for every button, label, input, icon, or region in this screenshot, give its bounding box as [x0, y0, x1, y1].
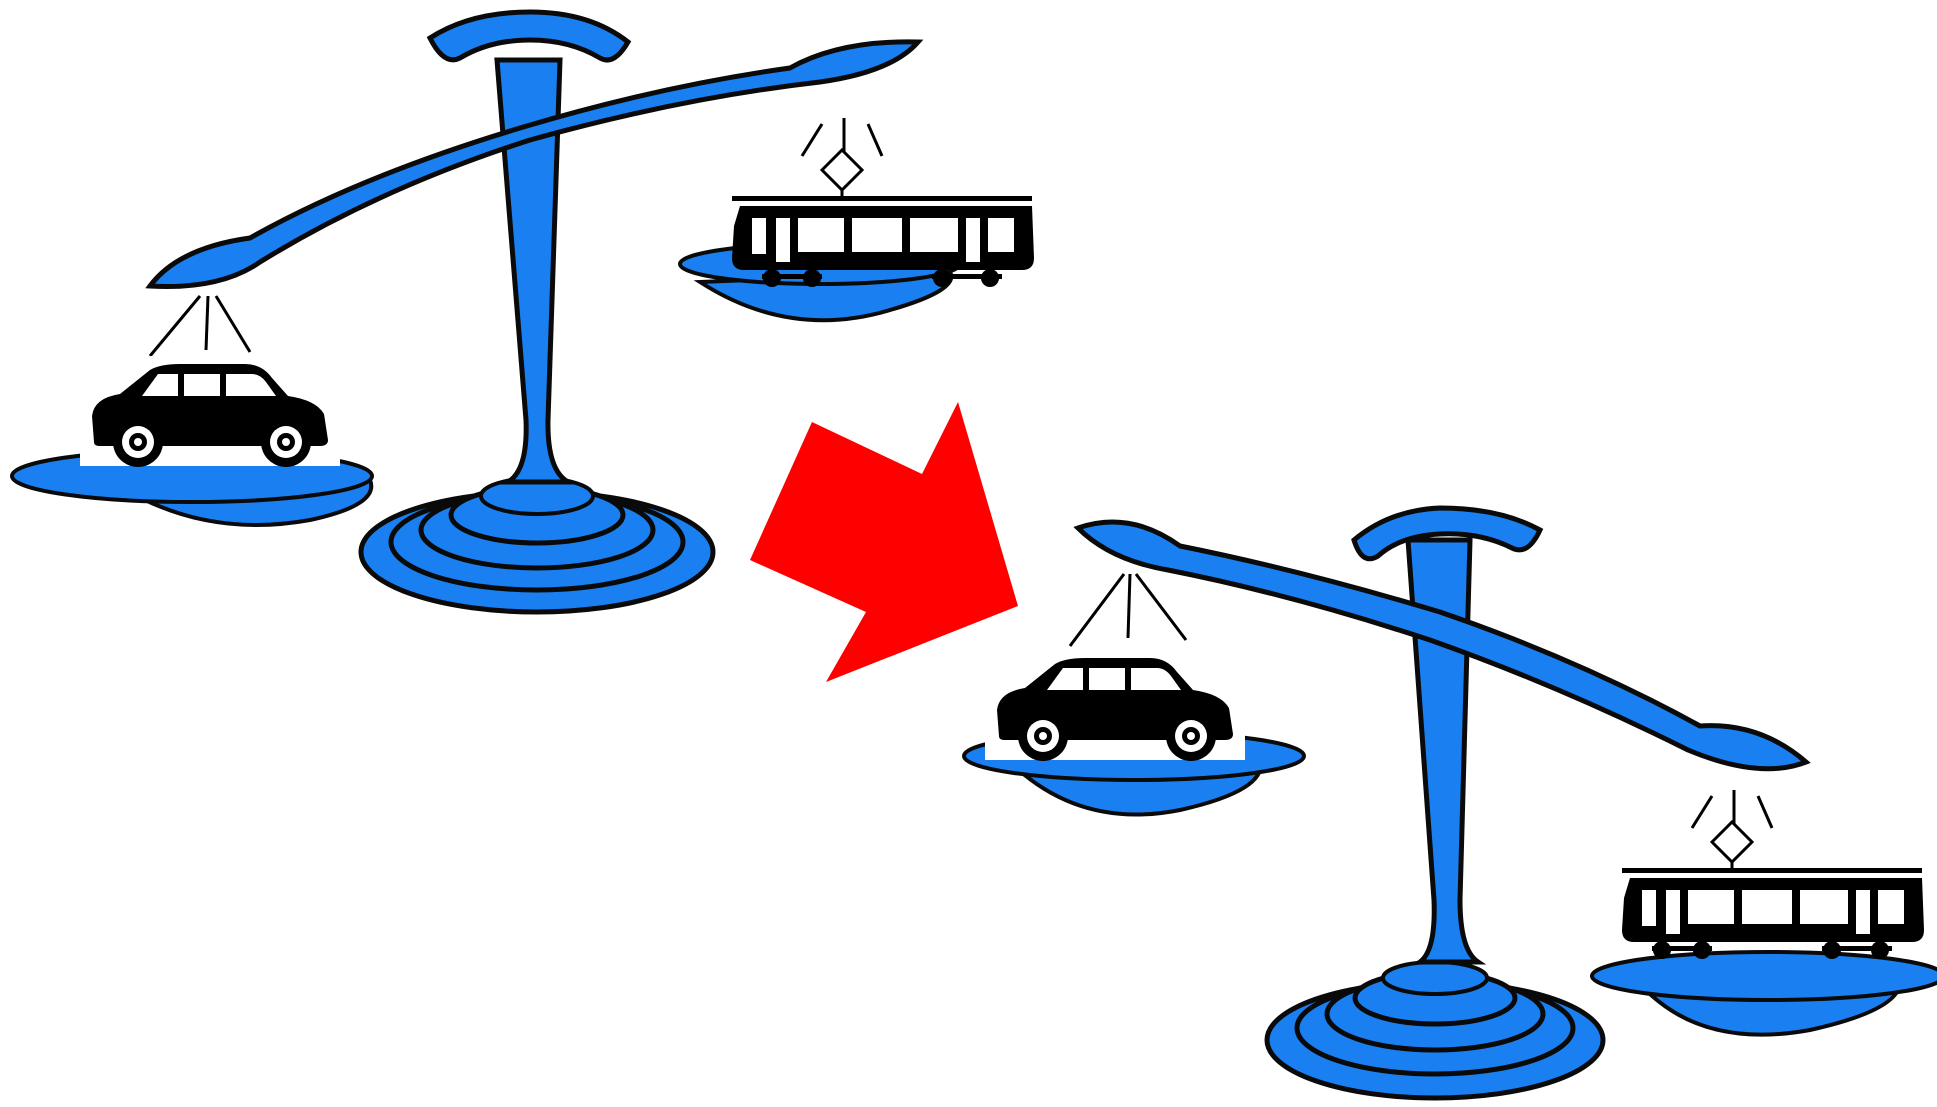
scale-base — [1264, 960, 1606, 1101]
arrow-right-down-icon — [750, 402, 1018, 682]
scale-before — [10, 9, 1036, 615]
tram-icon — [1620, 788, 1926, 961]
car-icon — [985, 650, 1245, 761]
tram-icon — [730, 116, 1036, 289]
scale-after — [962, 505, 1937, 1101]
scale-top — [426, 9, 632, 63]
scale-base — [358, 476, 716, 615]
scale-pillar — [494, 57, 578, 485]
left-pan — [10, 295, 374, 527]
right-pan — [678, 116, 1036, 323]
scale-top — [1351, 505, 1544, 562]
car-icon — [80, 356, 340, 467]
right-pan — [1590, 788, 1937, 1037]
scale-beam — [145, 39, 924, 289]
scale-beam — [1073, 519, 1811, 772]
left-pan — [962, 573, 1306, 817]
